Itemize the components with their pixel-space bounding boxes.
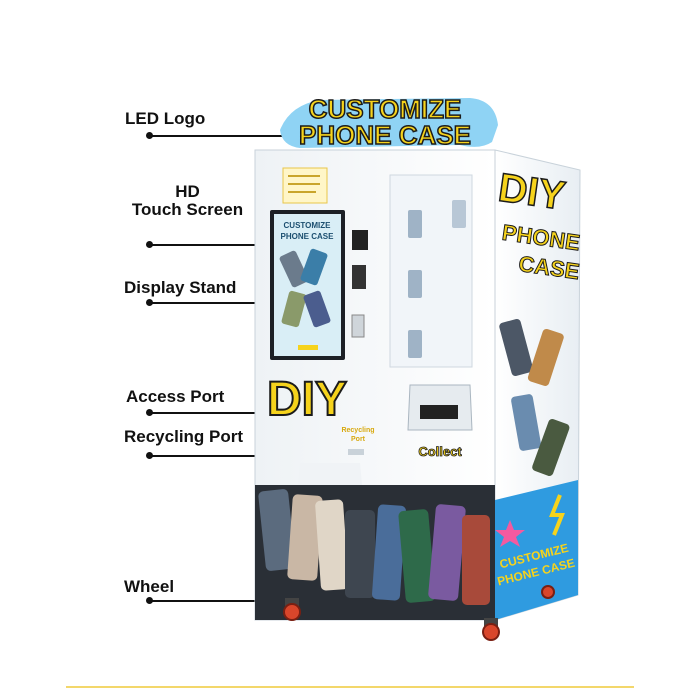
bottom-phone-cases — [258, 489, 490, 605]
led-logo-dot — [146, 132, 153, 139]
base-recess — [298, 463, 362, 485]
side-lightning-icon — [549, 494, 565, 536]
wheel-front-left-icon — [283, 603, 301, 621]
wheel-front-right-icon — [482, 623, 500, 641]
hd-touch-dot — [146, 241, 153, 248]
screen-title-line2: PHONE CASE — [281, 232, 335, 241]
instruction-sticker — [282, 167, 328, 204]
led-sign-line2: PHONE CASE — [299, 120, 471, 150]
screen-start-button — [298, 345, 318, 350]
wheel-back-icon — [541, 585, 555, 599]
front-diy-text: DIY — [267, 373, 347, 426]
hd-touch-leader — [150, 244, 275, 246]
hd-touch-line1: HD — [175, 182, 200, 201]
side-star-icon — [495, 520, 525, 547]
collect-label: Collect — [418, 444, 462, 459]
display-stand-dot — [146, 299, 153, 306]
led-logo-label: LED Logo — [125, 109, 206, 128]
wheels — [283, 585, 555, 641]
wheel-dot — [146, 597, 153, 604]
wheel-label: Wheel — [124, 577, 175, 596]
wheel-leader — [150, 600, 300, 602]
side-diy-text: DIY — [496, 166, 568, 219]
recycling-label-line2: Port — [351, 436, 366, 443]
coin-slot — [351, 314, 365, 338]
touch-screen — [274, 214, 341, 356]
card-reader — [352, 230, 368, 250]
screen-phone-cases — [279, 248, 331, 328]
recycling-port-label: Recycling Port — [124, 427, 244, 446]
bill-acceptor — [352, 265, 366, 289]
bottom-divider — [66, 686, 634, 688]
hd-touch-line2: Touch Screen — [131, 200, 244, 219]
access-port-dot — [146, 409, 153, 416]
led-sign-cloud — [280, 98, 498, 148]
displayed-cases — [408, 200, 466, 358]
recycling-label-line1: Recycling — [341, 427, 374, 434]
led-logo-leader — [150, 135, 300, 137]
access-port-label: Access Port — [126, 387, 225, 406]
side-phone-cases — [499, 318, 570, 476]
access-port-slot — [420, 405, 458, 419]
led-sign-line1: CUSTOMIZE — [309, 94, 462, 124]
recycling-port-dot — [146, 452, 153, 459]
display-stand-label: Display Stand — [124, 278, 237, 297]
screen-title-line1: CUSTOMIZE — [284, 221, 332, 230]
led-sign: CUSTOMIZE PHONE CASE — [280, 93, 498, 151]
recycling-port — [348, 449, 364, 455]
hd-touch-screen-label: HD Touch Screen — [120, 183, 255, 219]
